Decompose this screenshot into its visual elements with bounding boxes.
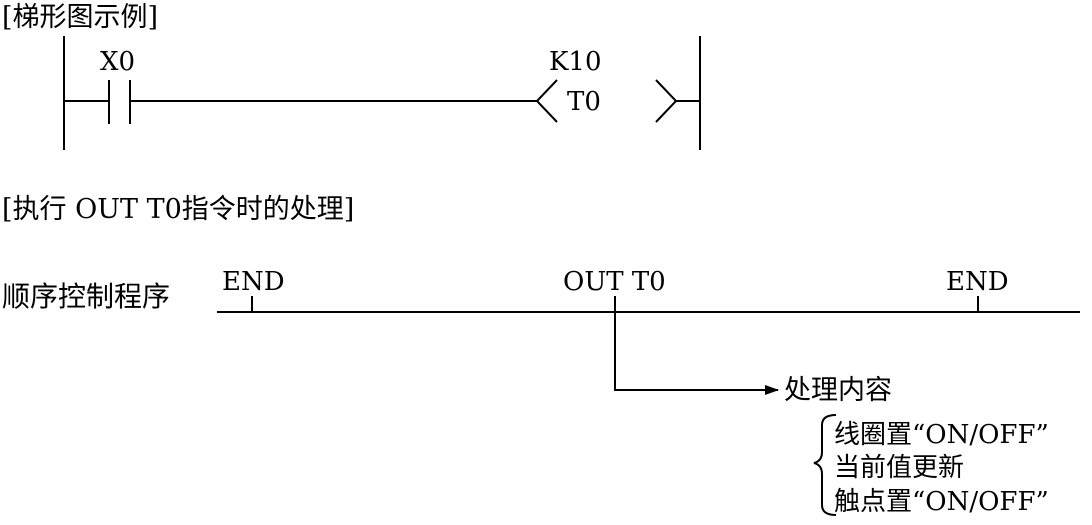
timer-constant-label: K10	[549, 47, 602, 77]
end-marker-left: END	[222, 267, 285, 297]
process-brace	[813, 414, 837, 516]
ladder-heading: [梯形图示例]	[2, 2, 158, 33]
process-item: 线圈置“ON/OFF”	[834, 420, 1049, 450]
timer-coil-right-bracket	[655, 79, 678, 123]
program-label: 顺序控制程序	[2, 280, 170, 313]
execution-heading: [执行 OUT T0指令时的处理]	[2, 194, 354, 225]
end-marker-right: END	[946, 267, 1009, 297]
process-item: 触点置“ON/OFF”	[834, 487, 1049, 517]
timer-coil-left-bracket	[535, 79, 558, 123]
process-item: 当前值更新	[834, 453, 964, 483]
out-t0-marker: OUT T0	[563, 267, 666, 297]
process-arrow	[614, 312, 779, 395]
contact-x0-label: X0	[100, 47, 135, 77]
process-title: 处理内容	[784, 375, 892, 406]
timer-name-label: T0	[567, 87, 601, 117]
